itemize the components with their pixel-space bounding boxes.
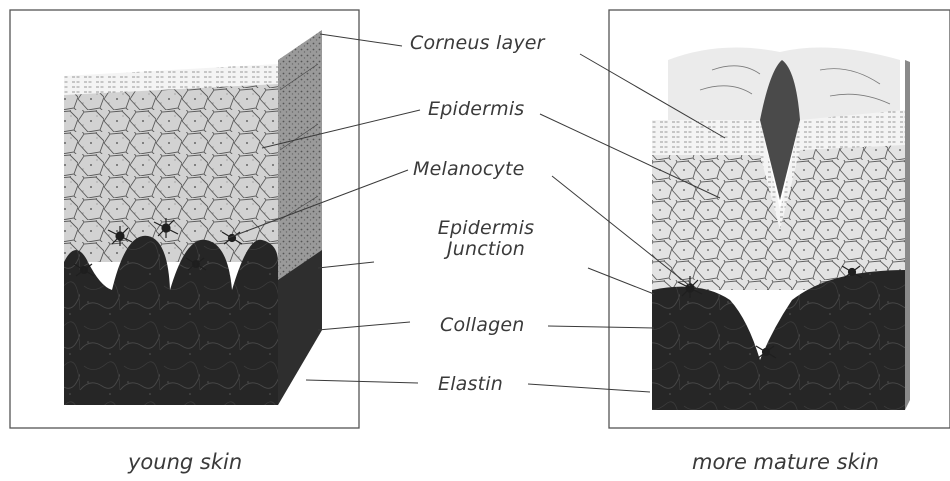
- label-corneus-layer: Corneus layer: [410, 33, 545, 53]
- label-epidermis: Epidermis: [428, 99, 524, 119]
- caption-mature-skin: more mature skin: [692, 450, 879, 474]
- caption-young-skin: young skin: [128, 450, 242, 474]
- label-epidermis-junction-line2: Junction: [426, 239, 546, 260]
- label-collagen: Collagen: [440, 315, 524, 335]
- label-melanocyte: Melanocyte: [413, 159, 525, 179]
- label-epidermis-junction: Epidermis Junction: [426, 218, 546, 260]
- label-epidermis-junction-line1: Epidermis: [426, 218, 546, 239]
- mature-skin-block: [652, 48, 910, 411]
- label-elastin: Elastin: [438, 374, 503, 394]
